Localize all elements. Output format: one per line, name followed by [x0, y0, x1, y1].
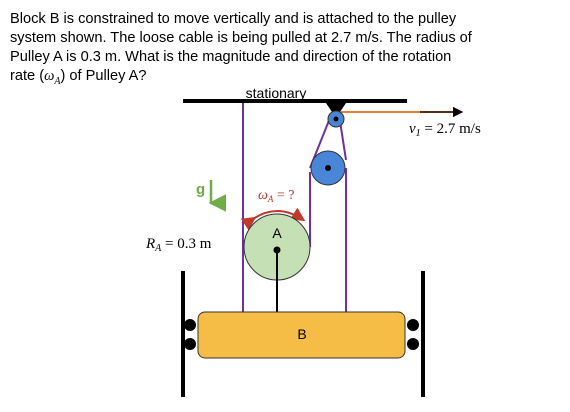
block-b [197, 311, 406, 359]
roller-right-bottom [407, 338, 419, 350]
block-b-label: B [297, 326, 306, 342]
radius-label: RA = 0.3 m [145, 236, 212, 254]
pulley-a-label: A [272, 225, 282, 241]
omega-subscript: A [54, 75, 61, 87]
gravity-label: g [196, 181, 205, 198]
rotation-arrow [240, 207, 306, 231]
problem-line-4-suffix: ) of Pulley A? [60, 68, 147, 84]
roller-right-top [407, 319, 419, 331]
problem-line-3: Pulley A is 0.3 m. What is the magnitude… [10, 49, 452, 65]
problem-line-1: Block B is constrained to move verticall… [10, 11, 457, 27]
problem-statement: Block B is constrained to move verticall… [10, 10, 562, 91]
small-pulley-axle [333, 116, 339, 122]
upper-pulley-axle [325, 165, 331, 171]
problem-line-4-prefix: rate ( [10, 68, 45, 84]
velocity-label: v1 = 2.7 m/s [409, 121, 481, 139]
omega-symbol: ω [44, 68, 55, 84]
problem-line-2: system shown. The loose cable is being p… [10, 30, 472, 46]
omega-label: ωA = ? [258, 188, 295, 204]
cable-small-to-upper [339, 120, 347, 161]
roller-left-top [184, 319, 196, 331]
problem-line-4: rate (ωA) of Pulley A? [10, 67, 562, 91]
roller-left-bottom [184, 338, 196, 350]
ceiling-label: stationary [246, 85, 307, 101]
